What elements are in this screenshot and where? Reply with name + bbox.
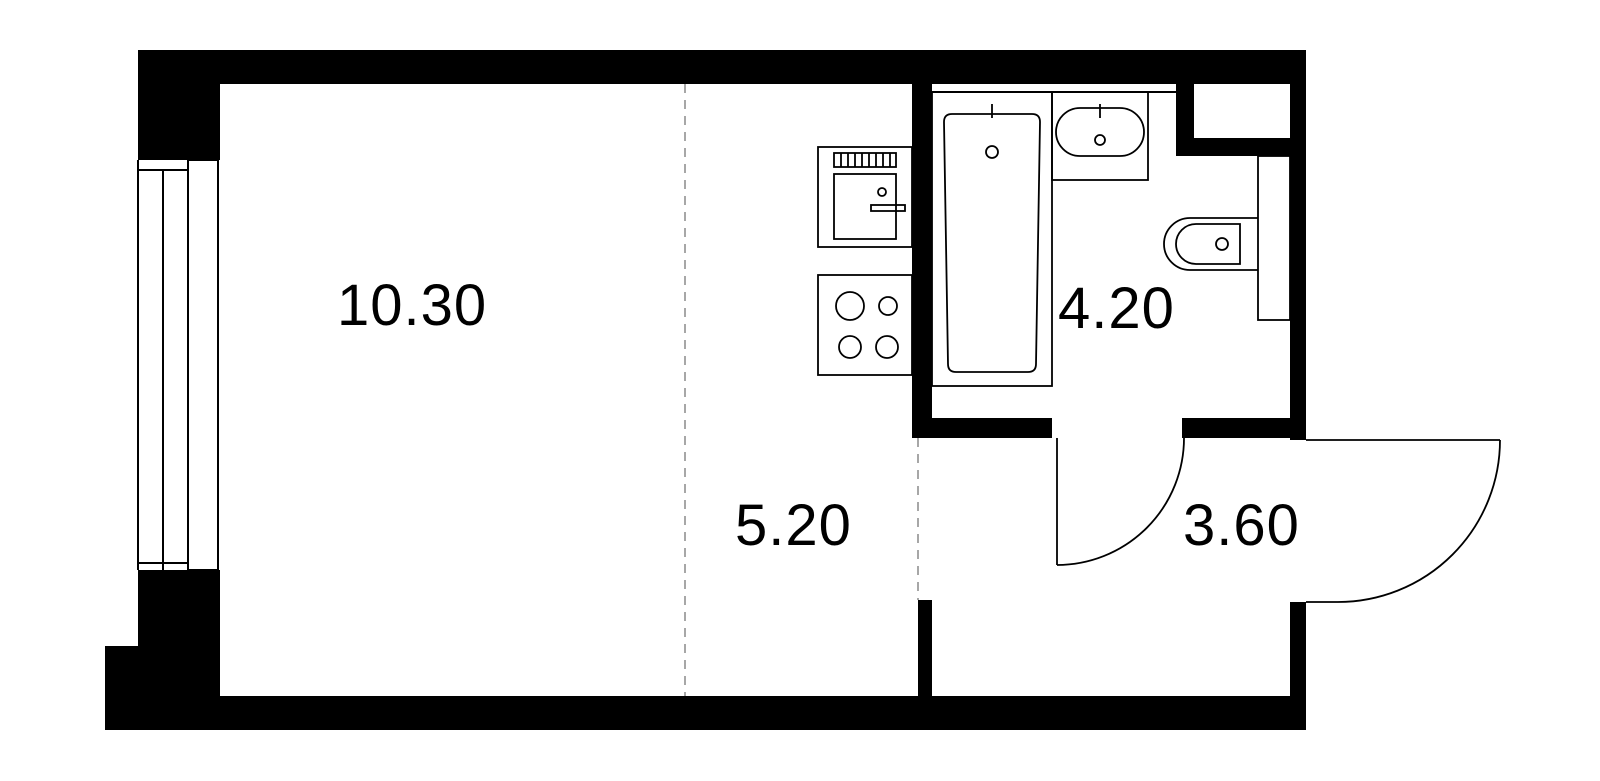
bath-wall-bottom-left <box>912 418 1052 438</box>
window <box>137 159 219 571</box>
wall-top <box>138 50 1306 84</box>
shaft-wall-bottom <box>1176 138 1300 156</box>
wall-right-lower <box>1290 602 1306 730</box>
interior-walls <box>912 84 1306 700</box>
room-area-living: 10.30 <box>337 273 487 338</box>
zone-dividers <box>684 84 919 696</box>
wall-bottom <box>105 696 1306 730</box>
hall-partition <box>918 600 932 700</box>
outer-walls <box>105 50 1306 730</box>
kitchen-sink <box>817 146 913 248</box>
wall-left-upper <box>138 50 220 160</box>
wash-basin <box>1051 91 1149 181</box>
kitchen-stove <box>817 274 913 376</box>
bathtub <box>931 91 1053 387</box>
room-area-hallway: 3.60 <box>1183 493 1300 558</box>
room-area-kitchen: 5.20 <box>735 493 852 558</box>
toilet <box>1163 155 1291 321</box>
bath-wall-left <box>912 84 932 438</box>
wall-right-upper <box>1290 50 1306 440</box>
bath-wall-bottom-right <box>1182 418 1306 438</box>
entrance-door <box>1306 439 1501 603</box>
bathroom-door <box>1056 437 1185 566</box>
room-area-bathroom: 4.20 <box>1058 276 1175 341</box>
